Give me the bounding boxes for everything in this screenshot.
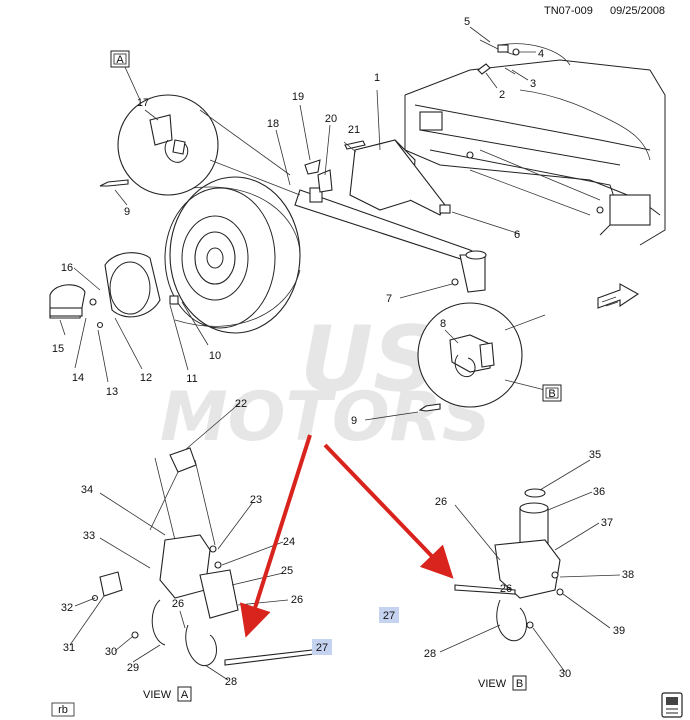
callout-6: 6 — [514, 229, 520, 241]
callout-30a: 30 — [105, 646, 117, 658]
red-arrow-right — [323, 443, 454, 579]
detail-b-label: B — [548, 388, 555, 400]
callout-28a: 28 — [225, 676, 237, 688]
footer: rb — [51, 692, 683, 718]
callouts: 1 2 3 4 5 6 7 8 9 9 10 11 12 13 14 15 16… — [52, 16, 634, 688]
callout-19: 19 — [292, 91, 304, 103]
view-a-ref: A — [181, 689, 189, 701]
highlighted-callouts: 27 27 — [312, 607, 399, 655]
spare-tire — [164, 176, 301, 334]
detail-a-label: A — [116, 54, 124, 66]
callout-5: 5 — [464, 16, 470, 28]
callout-9a: 9 — [124, 206, 130, 218]
callout-20: 20 — [325, 113, 337, 125]
callout-4: 4 — [538, 48, 544, 60]
view-b-ref: B — [516, 678, 523, 690]
view-a-label: VIEW — [143, 689, 172, 701]
callout-2: 2 — [499, 89, 505, 101]
callout-34: 34 — [81, 484, 93, 496]
callout-28b: 28 — [424, 648, 436, 660]
detail-b: B — [417, 302, 562, 408]
bolts — [99, 179, 521, 421]
callout-36: 36 — [593, 486, 605, 498]
callout-12: 12 — [140, 372, 152, 384]
callout-26c: 26 — [435, 496, 447, 508]
red-arrow-left — [240, 434, 312, 638]
callout-24: 24 — [283, 536, 295, 548]
detail-a: A — [110, 50, 301, 196]
callout-38: 38 — [622, 569, 634, 581]
tire-cover-parts — [49, 252, 209, 383]
callout-35: 35 — [589, 449, 601, 461]
callout-10: 10 — [209, 350, 221, 362]
front-bumper-frame — [404, 43, 666, 246]
document-icon — [661, 692, 683, 718]
callout-1: 1 — [374, 72, 380, 84]
callout-37: 37 — [601, 517, 613, 529]
callout-9b: 9 — [351, 415, 357, 427]
view-b-assembly — [439, 459, 621, 673]
callout-13: 13 — [106, 386, 118, 398]
highlight-arrows — [240, 434, 454, 638]
callout-18: 18 — [267, 118, 279, 130]
document-id: TN07-009 — [544, 5, 593, 17]
callout-17: 17 — [137, 97, 149, 109]
view-a-assembly — [69, 402, 331, 681]
callout-31: 31 — [63, 642, 75, 654]
callout-33: 33 — [83, 530, 95, 542]
callout-8: 8 — [440, 318, 446, 330]
callout-7: 7 — [386, 293, 392, 305]
front-direction-icon — [597, 283, 640, 309]
callout-30b: 30 — [559, 668, 571, 680]
carrier-frame — [294, 89, 487, 293]
view-b-label: VIEW — [478, 678, 507, 690]
callout-11: 11 — [186, 373, 197, 385]
callout-32: 32 — [61, 602, 73, 614]
callout-26d: 26 — [500, 583, 512, 595]
callout-15: 15 — [52, 343, 64, 355]
header: TN07-009 09/25/2008 — [544, 5, 665, 17]
callout-27b: 27 — [383, 610, 395, 622]
callout-39: 39 — [613, 625, 625, 637]
callout-14: 14 — [72, 372, 84, 384]
callout-16: 16 — [61, 262, 73, 274]
callout-26b: 26 — [172, 598, 184, 610]
callout-29: 29 — [127, 662, 139, 674]
callout-3: 3 — [530, 78, 536, 90]
callout-23: 23 — [250, 494, 262, 506]
view-labels: VIEW A VIEW B — [143, 675, 527, 702]
footer-code: rb — [58, 704, 68, 716]
callout-22: 22 — [235, 398, 247, 410]
document-date: 09/25/2008 — [610, 5, 665, 17]
bracket-parts — [275, 104, 357, 193]
harness-connectors — [469, 26, 536, 89]
callout-25: 25 — [281, 565, 293, 577]
callout-21: 21 — [348, 124, 360, 136]
callout-26a: 26 — [291, 594, 303, 606]
callout-27a: 27 — [316, 642, 328, 654]
